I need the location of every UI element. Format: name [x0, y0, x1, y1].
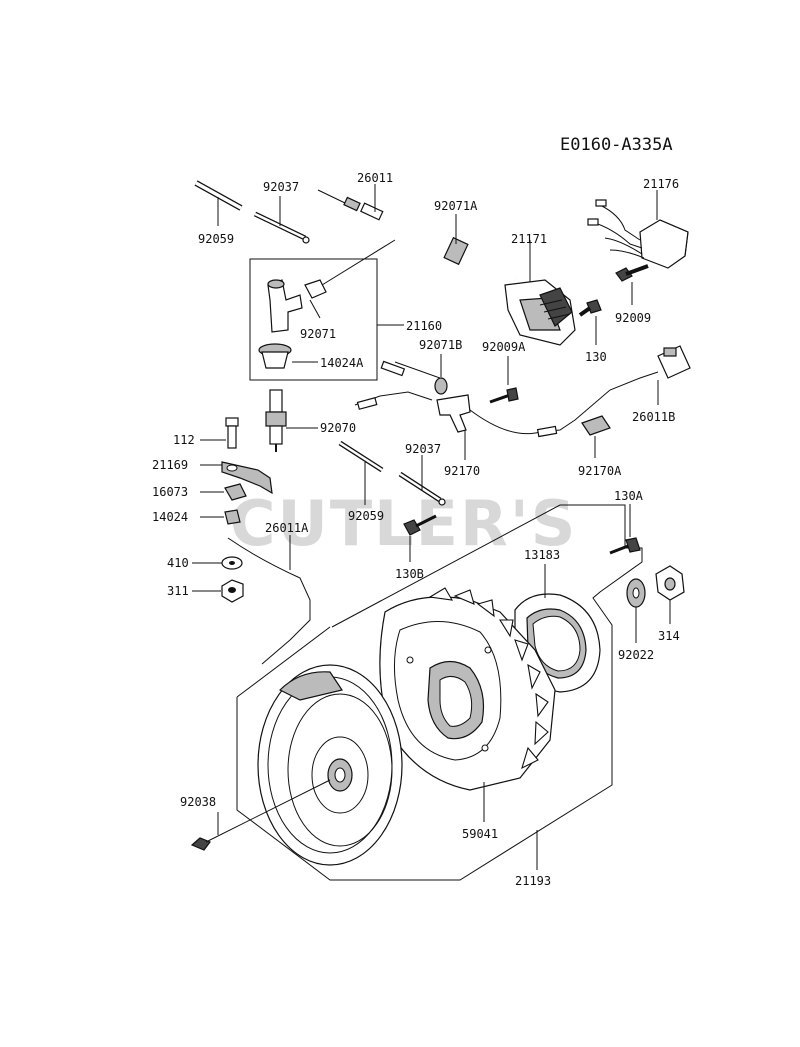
part-pin-92037-top[interactable]	[253, 196, 310, 244]
part-holder-16073[interactable]	[200, 483, 247, 501]
label-21160: 21160	[406, 319, 442, 333]
part-plug-cap-assembly-21160[interactable]	[249, 258, 404, 381]
part-washer-410[interactable]	[192, 556, 243, 570]
label-410: 410	[167, 556, 189, 570]
part-cap-14024[interactable]	[200, 509, 241, 525]
label-130-right: 130	[585, 350, 607, 364]
part-bolt-92009[interactable]	[615, 264, 649, 305]
label-92070: 92070	[320, 421, 356, 435]
label-112: 112	[173, 433, 195, 447]
label-92071A: 92071A	[434, 199, 478, 213]
label-92071B: 92071B	[419, 338, 462, 352]
part-fan-59041[interactable]	[379, 587, 556, 822]
label-21169: 21169	[152, 458, 188, 472]
label-92071: 92071	[300, 327, 336, 341]
label-21176: 21176	[643, 177, 679, 191]
label-16073: 16073	[152, 485, 188, 499]
label-92037-mid: 92037	[405, 442, 441, 456]
part-plate-13183[interactable]	[514, 564, 601, 693]
label-26011B: 26011B	[632, 410, 675, 424]
label-130B: 130B	[395, 567, 424, 581]
part-bolt-112[interactable]	[200, 417, 239, 449]
label-21171: 21171	[511, 232, 547, 246]
part-spark-plug-92070[interactable]	[265, 389, 318, 452]
label-92170: 92170	[444, 464, 480, 478]
label-314: 314	[658, 629, 680, 643]
label-92009: 92009	[615, 311, 651, 325]
part-bolt-92009A[interactable]	[489, 356, 519, 404]
label-311: 311	[167, 584, 189, 598]
part-pin-92037-mid[interactable]	[398, 455, 446, 506]
part-bolt-130-right[interactable]	[578, 299, 602, 345]
label-92009A: 92009A	[482, 340, 526, 354]
part-rod-92059-top[interactable]	[194, 180, 243, 226]
diagram-code: E0160-A335A	[560, 135, 673, 155]
part-lead-26011[interactable]	[317, 184, 384, 221]
label-92059-top: 92059	[198, 232, 234, 246]
part-ignition-coil-21171[interactable]	[384, 230, 576, 346]
part-rod-92059-mid[interactable]	[338, 440, 384, 505]
part-plate-21169[interactable]	[200, 461, 273, 495]
part-igniter-21176[interactable]	[587, 190, 689, 269]
part-grommet-92071B[interactable]	[354, 354, 448, 410]
part-bolt-130A[interactable]	[609, 504, 641, 555]
label-26011: 26011	[357, 171, 393, 185]
label-92059-mid: 92059	[348, 509, 384, 523]
label-92170A: 92170A	[578, 464, 622, 478]
label-59041: 59041	[462, 827, 498, 841]
label-21193: 21193	[515, 874, 551, 888]
part-washer-92022[interactable]	[626, 578, 646, 643]
label-130A: 130A	[614, 489, 644, 503]
part-key-92038[interactable]	[190, 779, 331, 851]
label-14024: 14024	[152, 510, 188, 524]
label-92022: 92022	[618, 648, 654, 662]
watermark: CUTLER'S	[230, 487, 577, 560]
label-13183: 13183	[524, 548, 560, 562]
part-lead-26011A[interactable]	[227, 535, 311, 665]
label-92037-top: 92037	[263, 180, 299, 194]
part-nut-311[interactable]	[192, 579, 244, 603]
part-flywheel-21193[interactable]	[257, 664, 538, 870]
part-bracket-92170[interactable]	[436, 394, 471, 460]
label-26011A: 26011A	[265, 521, 309, 535]
part-nut-314[interactable]	[655, 565, 685, 624]
label-92038: 92038	[180, 795, 216, 809]
part-lead-26011B[interactable]	[469, 345, 691, 438]
label-14024A: 14024A	[320, 356, 364, 370]
part-clip-92170A[interactable]	[581, 415, 611, 458]
part-bolt-130B[interactable]	[403, 514, 437, 562]
